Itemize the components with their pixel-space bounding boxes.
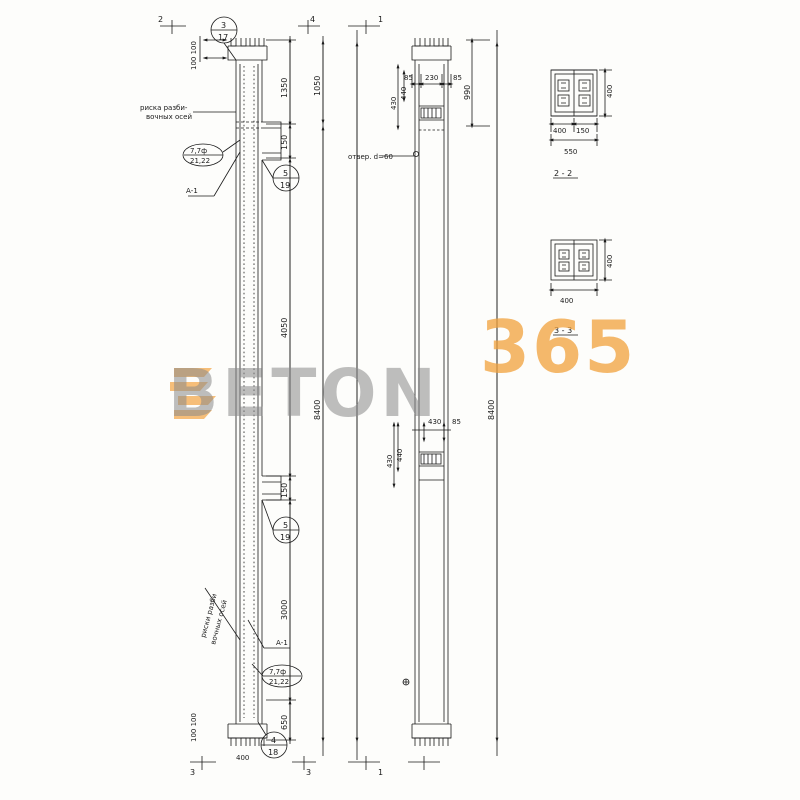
dim-8400-right: 8400 — [487, 400, 496, 420]
balloon-5-19-lower-top: 5 — [283, 521, 288, 530]
left-elevation-outline — [227, 38, 282, 746]
s22-400-left: 400 — [553, 127, 566, 135]
leader-a1-top: А-1 — [186, 187, 198, 195]
leader-a1-bottom: А-1 — [276, 639, 288, 647]
right-elevation-outline — [402, 38, 452, 770]
section-3-3 — [548, 237, 612, 336]
dim-440-lower: 440 — [396, 449, 404, 462]
section-title-3-3: 3 - 3 — [554, 326, 572, 335]
balloon-5-19-upper-top: 5 — [283, 169, 288, 178]
balloon-7-77-bottom: 21,22 — [269, 678, 289, 686]
dim-85-top-right: 85 — [453, 74, 462, 82]
dim-650: 650 — [280, 715, 289, 730]
section-mark-1-bottom: 1 — [378, 768, 383, 777]
dim-85-top-left: 85 — [404, 74, 413, 82]
dim-85-low: 85 — [452, 418, 461, 426]
dim-230-top: 230 — [425, 74, 438, 82]
dim-4050: 4050 — [280, 318, 289, 338]
dim-1350: 1350 — [280, 78, 289, 98]
balloon-5-19-lower-bottom: 19 — [280, 533, 290, 542]
balloon-7-77-top: 7,7ф — [269, 668, 286, 676]
right-elevation-dims — [392, 30, 499, 756]
balloon-3-17-bottom: 17 — [218, 33, 228, 42]
dimension-chain-overall — [348, 20, 380, 770]
section-title-2-2: 2 - 2 — [554, 169, 572, 178]
dim-1050: 1050 — [313, 76, 322, 96]
note-hole: отвер. d=60 — [348, 153, 393, 161]
dim-430-low: 430 — [428, 418, 441, 426]
section-mark-4-top: 4 — [310, 15, 315, 24]
balloon-7-74-top: 7,7ф — [190, 147, 207, 155]
section-mark-2: 2 — [158, 15, 163, 24]
dim-8400-left: 8400 — [313, 400, 322, 420]
dim-990: 990 — [463, 85, 472, 100]
balloon-7-74-bottom: 21,22 — [190, 157, 210, 165]
balloon-3-17-top: 3 — [221, 21, 226, 30]
section-2-2 — [548, 67, 612, 179]
dim-430-top: 430 — [390, 97, 398, 110]
s33-400-bottom: 400 — [560, 297, 573, 305]
dim-100-100-top: 100 100 — [190, 41, 198, 70]
note-risks-top: риска разби- — [140, 104, 188, 112]
balloon-5-19-upper-bottom: 19 — [280, 181, 290, 190]
section-mark-1-top: 1 — [378, 15, 383, 24]
balloon-4-18-bottom: 18 — [268, 748, 278, 757]
s22-150: 150 — [576, 127, 589, 135]
section-mark-3-bottom-mid: 3 — [306, 768, 311, 777]
dimension-chain-inner — [266, 36, 296, 744]
s22-550: 550 — [564, 148, 577, 156]
section-mark-3-bottom-left: 3 — [190, 768, 195, 777]
section-marks-group — [160, 20, 320, 770]
dim-430-lower: 430 — [386, 455, 394, 468]
balloon-4-18-top: 4 — [271, 736, 276, 745]
s22-400-right: 400 — [606, 85, 614, 98]
s33-400-right: 400 — [606, 255, 614, 268]
dim-150-upper: 150 — [280, 135, 289, 150]
dim-100-100-bottom: 100 100 — [190, 713, 198, 742]
dim-3000: 3000 — [280, 600, 289, 620]
dim-440-top: 440 — [400, 87, 408, 100]
balloons-group — [182, 16, 414, 759]
note-risks-top-2: вочных осей — [146, 113, 192, 121]
dim-150-lower: 150 — [280, 483, 289, 498]
dim-400-bottom: 400 — [236, 754, 249, 762]
left-elevation-top-dims — [199, 36, 228, 62]
